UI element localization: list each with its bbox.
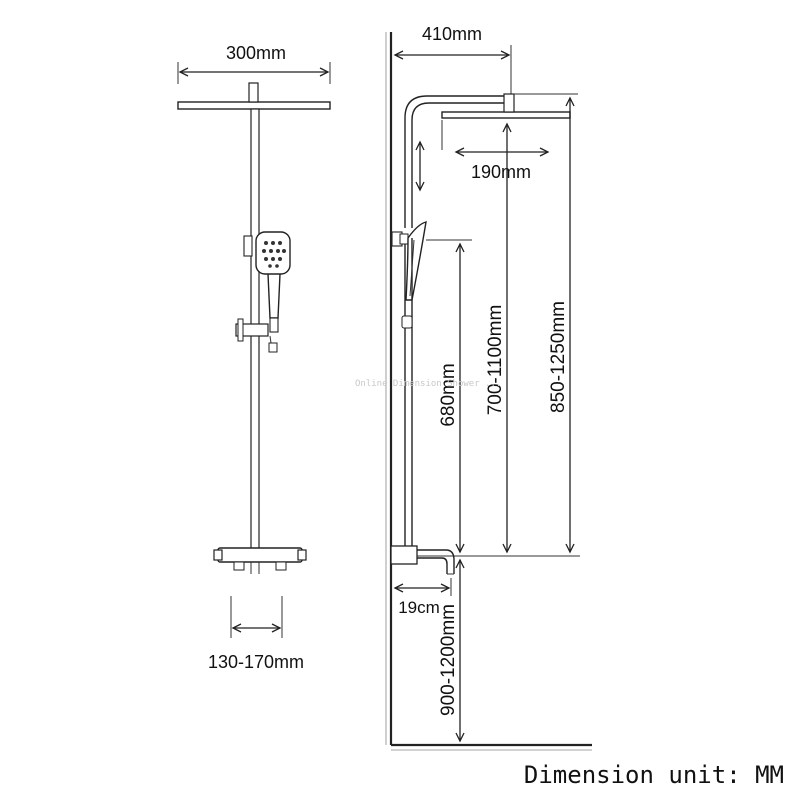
front-top-width-dimension [177, 62, 331, 84]
side-head-depth-dimension [454, 147, 550, 157]
side-rain-shower-head [441, 111, 571, 119]
side-hand-shower [391, 221, 427, 329]
side-mixer-spout [390, 545, 455, 575]
side-head-range-dimension [502, 122, 512, 554]
height-adjust-arrow [415, 140, 425, 192]
side-riser-pipe [404, 95, 506, 228]
side-top-range-dimension [565, 96, 575, 554]
front-bottom-width-dimension [230, 596, 283, 638]
diverter-valve [235, 318, 278, 353]
front-bottom-width-label: 130-170mm [208, 652, 304, 672]
mixer-valve-bar [213, 547, 307, 574]
side-hand-height-dimension [455, 242, 465, 554]
side-arm-length-dimension [393, 45, 512, 96]
hand-shower [243, 231, 291, 333]
side-arm-length-label: 410mm [422, 24, 482, 44]
side-top-range-label: 850-1250mm [548, 301, 569, 413]
side-hand-height-label: 680mm [438, 363, 459, 426]
front-top-width-label: 300mm [226, 43, 286, 63]
side-view: 410mm 190mm [385, 24, 592, 751]
side-head-depth-label: 190mm [471, 162, 531, 182]
side-head-range-label: 700-1100mm [485, 305, 506, 416]
dimension-unit-note: Dimension unit: MM [524, 761, 784, 789]
side-spout-label: 19cm [398, 598, 440, 617]
side-floor-range-dimension [455, 558, 465, 743]
shower-head-connector [248, 82, 259, 103]
side-spout-dimension [393, 578, 452, 596]
rain-shower-head [177, 101, 331, 110]
front-view: 300mm [177, 43, 331, 672]
watermark-text: Online Dimension Shower ... [355, 379, 501, 389]
side-floor-range-label: 900-1200mm [438, 604, 459, 716]
